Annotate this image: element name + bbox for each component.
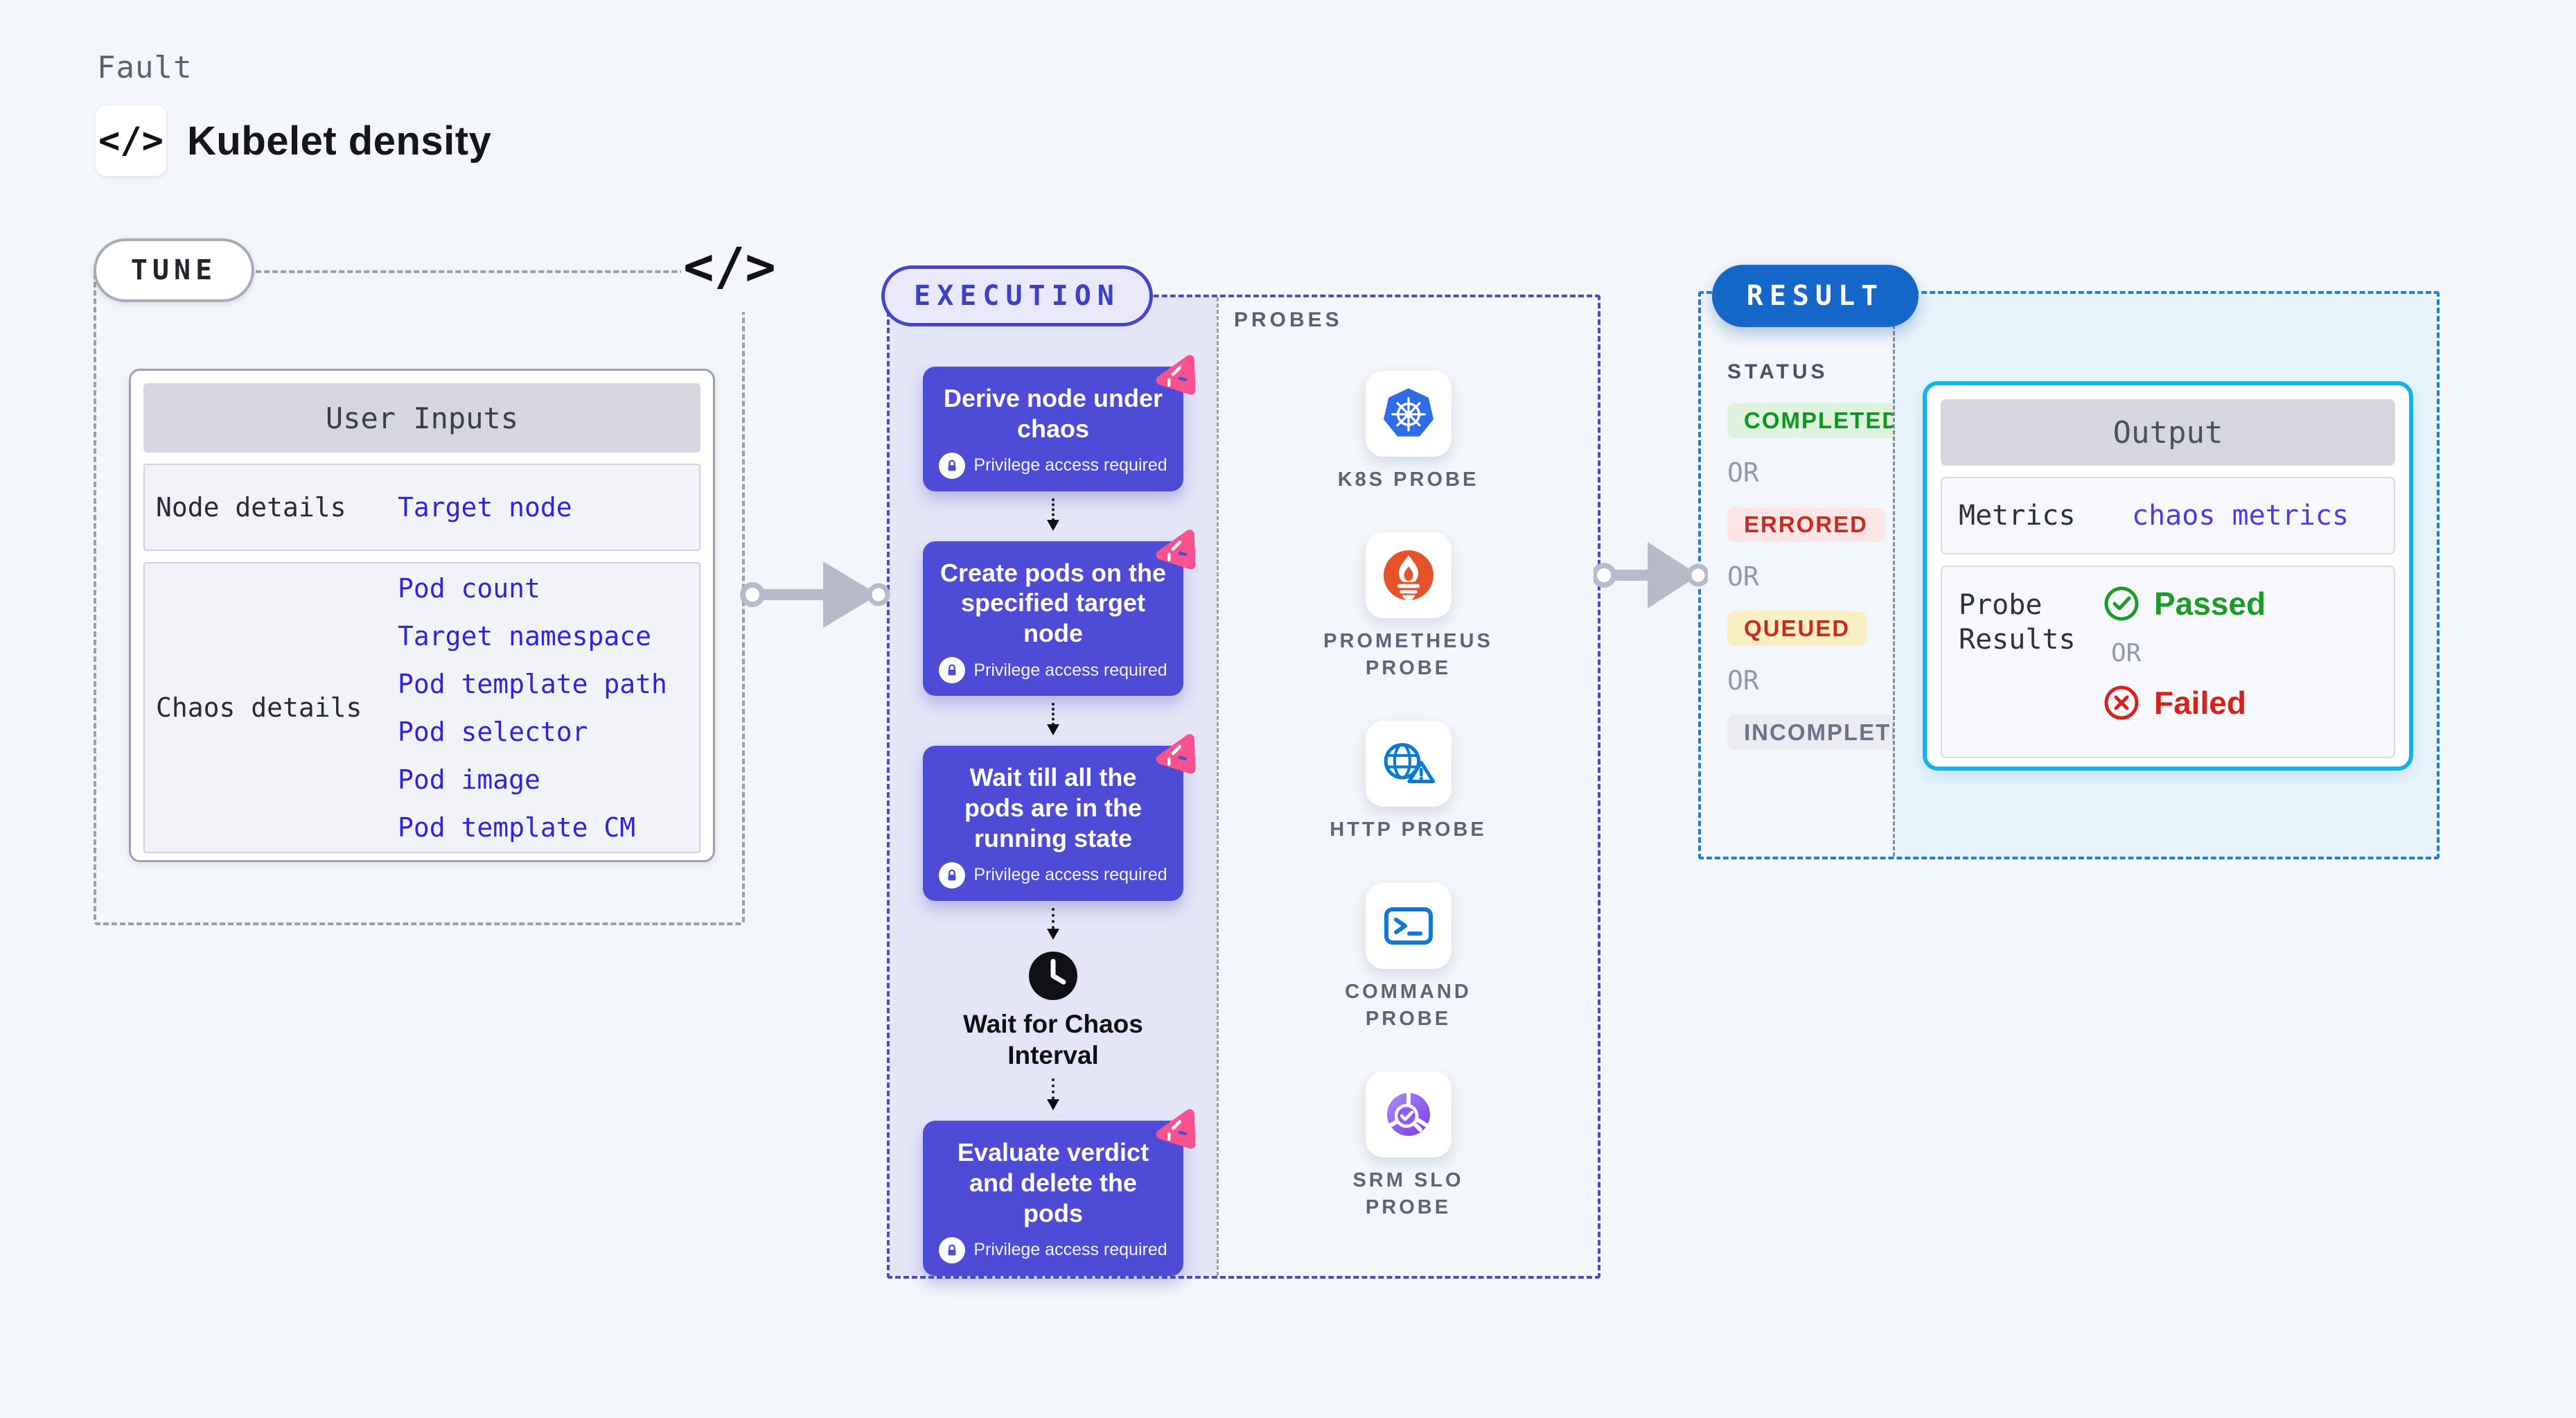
chaos-flag-icon xyxy=(1156,529,1196,569)
code-icon: </> xyxy=(96,105,166,176)
step-derive-node: Derive node under chaos Privilege access… xyxy=(923,355,1196,491)
status-badge-completed: COMPLETED xyxy=(1727,403,1917,438)
lock-icon xyxy=(939,1236,966,1263)
lock-icon xyxy=(939,861,966,889)
privilege-note: Privilege access required xyxy=(937,657,1170,684)
x-circle-icon xyxy=(2104,685,2139,720)
step-title: Wait till all the pods are in the runnin… xyxy=(964,762,1143,852)
failed-label: Failed xyxy=(2154,685,2246,721)
probe-http: HTTP PROBE xyxy=(1321,721,1496,843)
output-header: Output xyxy=(1941,399,2395,466)
table-row: Chaos details Pod count Target namespace… xyxy=(143,562,700,853)
row-value: Pod template path xyxy=(398,668,667,699)
probe-k8s: K8S PROBE xyxy=(1321,371,1496,493)
row-value: Pod template CM xyxy=(398,812,636,843)
or-label: OR xyxy=(1727,665,1759,696)
step-title: Create pods on the specified target node xyxy=(939,558,1167,648)
probe-command: COMMAND PROBE xyxy=(1321,882,1496,1033)
step-title: Evaluate verdict and delete the pods xyxy=(957,1138,1149,1228)
user-inputs-table: User Inputs Node details Target node Cha… xyxy=(129,369,715,862)
probes-title: PROBES xyxy=(1234,308,1343,331)
passed-label: Passed xyxy=(2154,586,2266,622)
step-title: Derive node under chaos xyxy=(943,384,1163,443)
lock-icon xyxy=(939,657,966,684)
result-section: RESULT STATUS COMPLETED OR ERRORED OR QU… xyxy=(1698,265,2440,859)
row-label: Node details xyxy=(156,492,346,523)
check-circle-icon xyxy=(2104,586,2139,621)
status-list: STATUS COMPLETED OR ERRORED OR QUEUED OR… xyxy=(1701,294,1943,857)
result-badge: RESULT xyxy=(1712,265,1918,327)
table-row: Probe Results Passed OR xyxy=(1941,566,2395,758)
chaos-flag-icon xyxy=(1156,355,1196,395)
flow-arrow-icon xyxy=(740,561,890,628)
status-label: STATUS xyxy=(1727,360,1828,383)
table-row: Metrics chaos metrics xyxy=(1941,477,2395,554)
row-value: Target node xyxy=(398,492,572,523)
status-badge-errored: ERRORED xyxy=(1727,507,1885,542)
lock-icon xyxy=(939,452,966,479)
code-icon: </> xyxy=(681,222,778,312)
probe-label: COMMAND PROBE xyxy=(1345,980,1472,1030)
down-arrow-icon xyxy=(1047,703,1059,735)
clock-icon xyxy=(1029,952,1077,1001)
probe-srm-slo: SRM SLO PROBE xyxy=(1321,1071,1496,1221)
row-label: Chaos details xyxy=(156,692,362,723)
failed-row: Failed xyxy=(2103,684,2266,721)
down-arrow-icon xyxy=(1047,498,1059,531)
execution-flow: Derive node under chaos Privilege access… xyxy=(890,297,1217,1276)
probe-label: SRM SLO PROBE xyxy=(1352,1168,1464,1218)
chaos-flag-icon xyxy=(1156,1109,1196,1149)
or-label: OR xyxy=(1727,561,1759,592)
k8s-icon xyxy=(1383,388,1433,437)
probe-label: K8S PROBE xyxy=(1337,469,1479,491)
row-value: Target namespace xyxy=(398,620,652,651)
passed-row: Passed xyxy=(2103,585,2266,622)
output-table: Output Metrics chaos metrics Probe Resul… xyxy=(1923,381,2413,771)
table-row: Node details Target node xyxy=(143,464,700,551)
probe-label: PROMETHEUS PROBE xyxy=(1323,630,1493,680)
probe-prometheus: PROMETHEUS PROBE xyxy=(1321,532,1496,682)
row-value: Pod count xyxy=(398,572,540,604)
metrics-value: chaos metrics xyxy=(2132,500,2349,532)
wait-for-chaos-interval: Wait for Chaos Interval xyxy=(946,950,1161,1071)
privilege-note: Privilege access required xyxy=(937,1236,1170,1263)
probes-panel: PROBES K8S PROBE xyxy=(1217,297,1598,1276)
fault-label: Fault xyxy=(97,50,193,85)
page-header: </> Kubelet density xyxy=(96,105,491,176)
probe-verdicts: Passed OR Failed xyxy=(2103,567,2266,757)
down-arrow-icon xyxy=(1047,907,1059,940)
chaos-flag-icon xyxy=(1156,734,1196,774)
row-values: Pod count Target namespace Pod template … xyxy=(398,573,667,843)
row-value: Pod image xyxy=(398,764,540,795)
execution-section: EXECUTION Derive node under chaos xyxy=(881,265,1600,1279)
row-value: Pod selector xyxy=(398,716,588,747)
probe-label: HTTP PROBE xyxy=(1330,819,1487,841)
step-create-pods: Create pods on the specified target node… xyxy=(923,529,1196,697)
terminal-icon xyxy=(1384,907,1433,945)
page-title: Kubelet density xyxy=(187,118,492,164)
http-globe-icon xyxy=(1384,743,1435,784)
down-arrow-icon xyxy=(1047,1078,1059,1110)
row-label: Metrics xyxy=(1959,500,2076,532)
wait-label: Wait for Chaos Interval xyxy=(963,1010,1143,1070)
or-label: OR xyxy=(2111,639,2142,667)
flow-arrow-icon xyxy=(1594,542,1708,609)
step-evaluate-verdict: Evaluate verdict and delete the pods Pri… xyxy=(923,1109,1196,1276)
privilege-note: Privilege access required xyxy=(937,452,1170,479)
or-label: OR xyxy=(1727,457,1759,488)
row-label: Probe Results xyxy=(1959,589,2076,656)
status-badge-queued: QUEUED xyxy=(1727,611,1867,646)
output-panel: Output Metrics chaos metrics Probe Resul… xyxy=(1893,294,2437,857)
privilege-note: Privilege access required xyxy=(937,861,1170,889)
srm-slo-icon xyxy=(1386,1090,1431,1136)
execution-badge: EXECUTION xyxy=(881,265,1153,326)
step-wait-pods-running: Wait till all the pods are in the runnin… xyxy=(923,734,1196,901)
tune-section: TUNE </> User Inputs Node details Target… xyxy=(94,222,778,925)
tune-badge: TUNE xyxy=(94,238,254,302)
prometheus-icon xyxy=(1383,550,1433,601)
user-inputs-header: User Inputs xyxy=(143,383,700,453)
